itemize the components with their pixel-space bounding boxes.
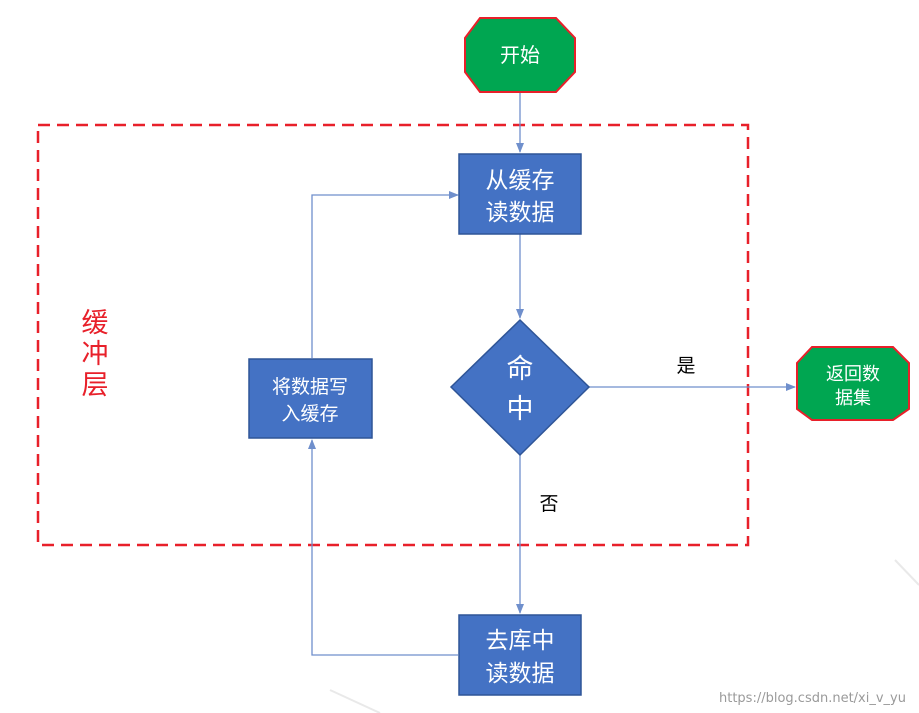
node-write-cache: 将数据写 入缓存 (248, 358, 373, 439)
write-cache-rect-shape (248, 358, 373, 439)
read-cache-rect-shape (458, 153, 582, 235)
buffer-layer-label-char-1: 缓 (82, 308, 109, 339)
node-read-cache: 从缓存 读数据 (458, 153, 582, 235)
edges (308, 92, 796, 656)
start-octagon-shape (464, 17, 576, 93)
edge-write-cache-to-read-cache (311, 191, 459, 358)
write-cache-label-line1: 将数据写 (272, 376, 348, 398)
hit-label-line2: 中 (507, 394, 534, 425)
node-return-data: 返回数 据集 (796, 346, 910, 421)
edge-label-no: 否 (539, 493, 558, 515)
return-data-octagon-shape (796, 346, 910, 421)
node-hit: 命 中 (449, 318, 591, 457)
return-data-label-line1: 返回数 (826, 364, 880, 385)
node-start: 开始 (464, 17, 576, 93)
buffer-layer-label: 缓 冲 层 (82, 308, 109, 401)
buffer-layer-region (36, 123, 750, 547)
edge-label-yes: 是 (676, 355, 695, 377)
background-decoration (329, 559, 919, 713)
read-cache-label-line1: 从缓存 (486, 168, 555, 194)
return-data-label-line2: 据集 (835, 388, 871, 409)
read-db-label-line2: 读数据 (486, 661, 555, 687)
buffer-layer-label-char-2: 冲 (82, 339, 109, 370)
hit-label-line1: 命 (507, 354, 534, 385)
watermark-text: https://blog.csdn.net/xi_v_yu (719, 691, 906, 706)
start-label: 开始 (500, 43, 540, 67)
read-cache-label-line2: 读数据 (486, 200, 555, 226)
read-db-label-line1: 去库中 (486, 628, 555, 654)
write-cache-label-line2: 入缓存 (281, 403, 338, 425)
edge-read-db-to-write-cache (308, 439, 458, 656)
hit-diamond-shape (449, 318, 591, 457)
read-db-rect-shape (458, 614, 582, 696)
node-read-db: 去库中 读数据 (458, 614, 582, 696)
buffer-layer-label-char-3: 层 (82, 370, 109, 401)
